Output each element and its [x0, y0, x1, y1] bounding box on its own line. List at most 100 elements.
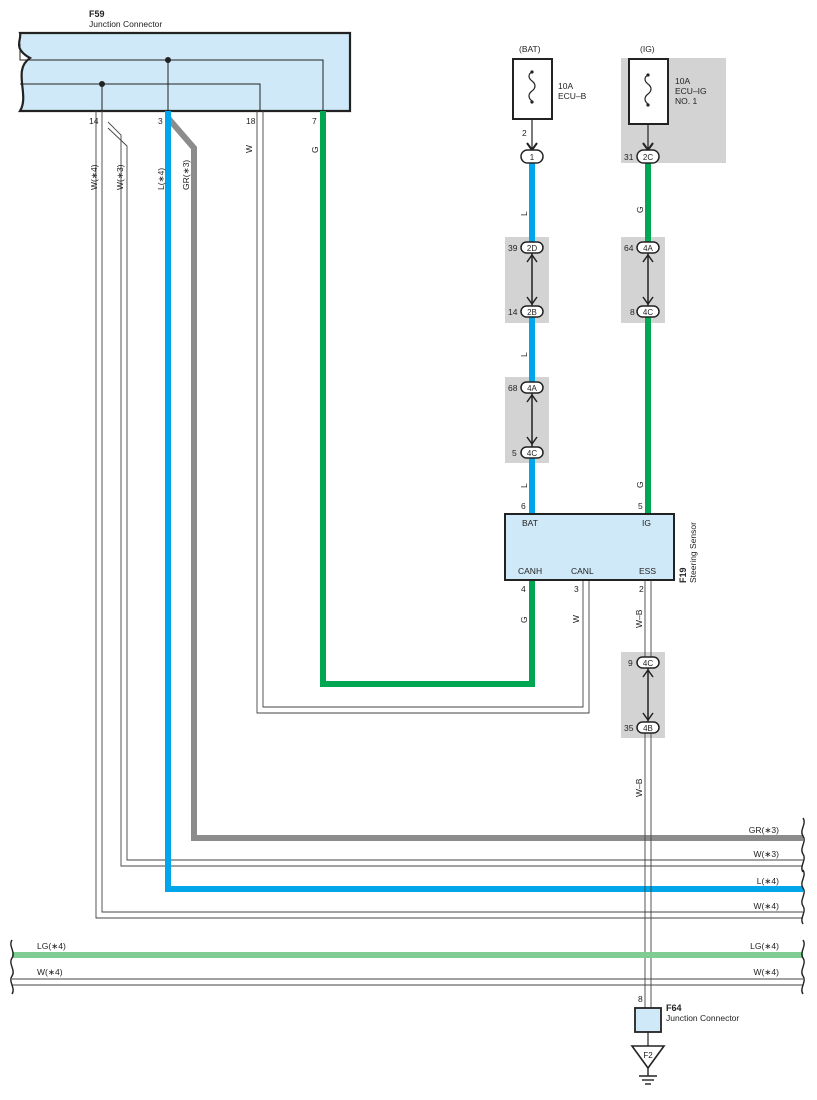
- f19-pin-5: 5: [638, 501, 643, 511]
- tag-2b: 2B: [520, 305, 544, 318]
- f19-pin-6: 6: [521, 501, 526, 511]
- svg-text:4A: 4A: [643, 244, 653, 253]
- f59-pin-18: 18: [246, 116, 256, 126]
- f64-pin: 8: [638, 994, 643, 1004]
- f59-id: F59: [89, 9, 105, 19]
- label-gr3: GR(∗3): [181, 160, 191, 190]
- tag-1: 1: [520, 149, 544, 164]
- tag-4a-pin: 68: [508, 383, 518, 393]
- label-w4: W(∗4): [89, 164, 99, 190]
- tag-4c-ig-pin: 8: [630, 307, 635, 317]
- break-marks-right: [801, 817, 805, 995]
- f59-pin-3: 3: [158, 116, 163, 126]
- tag-2d: 2D: [520, 241, 544, 254]
- label-wb-1: W–B: [634, 609, 644, 628]
- svg-text:2B: 2B: [527, 308, 537, 317]
- f64-junction-connector: [634, 1007, 662, 1033]
- label-g-ig-1: G: [635, 206, 645, 213]
- svg-text:2C: 2C: [643, 153, 653, 162]
- svg-text:2D: 2D: [527, 244, 537, 253]
- label-lg4-right: LG(∗4): [750, 941, 779, 951]
- f19-name: Steering Sensor: [688, 522, 698, 583]
- svg-text:1: 1: [530, 153, 535, 162]
- tag-4a-ig: 4A: [636, 241, 660, 254]
- tag-2c: 2C: [636, 149, 660, 164]
- f64-name: Junction Connector: [666, 1013, 739, 1023]
- tag-4b-pin: 35: [624, 723, 634, 733]
- label-g-canh: G: [519, 616, 529, 623]
- svg-text:4C: 4C: [643, 308, 653, 317]
- fuse-ecu-b-amp: 10A: [558, 81, 573, 91]
- wire-gr3: [165, 116, 803, 841]
- label-lg4-left: LG(∗4): [37, 941, 66, 951]
- f64-id: F64: [666, 1003, 682, 1013]
- label-w4-right: W(∗4): [753, 901, 779, 911]
- tag-2b-pin: 14: [508, 307, 518, 317]
- tag-4b: 4B: [636, 721, 660, 734]
- svg-text:4C: 4C: [643, 659, 653, 668]
- f19-pin-2: 2: [639, 584, 644, 594]
- label-w3: W(∗3): [115, 164, 125, 190]
- tag-4c-ess-pin: 9: [628, 658, 633, 668]
- f19-id: F19: [678, 567, 688, 583]
- f59-pin-14: 14: [89, 116, 99, 126]
- svg-text:4B: 4B: [643, 724, 653, 733]
- fuse-ecu-b-name: ECU–B: [558, 91, 587, 101]
- wire-w4-through: [12, 978, 803, 986]
- fuse-ecu-ig-no1: [628, 58, 669, 125]
- label-wb-2: W–B: [634, 778, 644, 797]
- fuse-ecu-b-pin: 2: [522, 128, 527, 138]
- fuse-ecu-ig-amp: 10A: [675, 76, 690, 86]
- wire-g-ig-links: [642, 253, 654, 306]
- f19-term-ess: ESS: [639, 566, 656, 576]
- wire-w-canl: [256, 111, 590, 714]
- tag-4a: 4A: [520, 381, 544, 394]
- label-l-1: L: [519, 211, 529, 216]
- label-l4-right: L(∗4): [757, 876, 779, 886]
- tag-2d-pin: 39: [508, 243, 518, 253]
- wire-l-bat-links: [526, 253, 538, 447]
- label-gr3-right: GR(∗3): [749, 825, 779, 835]
- label-w4-left: W(∗4): [37, 967, 63, 977]
- tag-4c-pin: 5: [512, 448, 517, 458]
- wire-wb-links: [642, 668, 654, 722]
- svg-text:4A: 4A: [527, 384, 537, 393]
- bat-source-label: (BAT): [519, 44, 541, 54]
- label-w-canl: W: [571, 615, 581, 623]
- f19-term-canl: CANL: [571, 566, 594, 576]
- fuse-ecu-ig-name: ECU–IG: [675, 86, 707, 96]
- f59-name: Junction Connector: [89, 19, 162, 29]
- tag-4c-ess: 4C: [636, 656, 660, 669]
- f59-junction-connector: [17, 31, 352, 113]
- label-l-2: L: [519, 352, 529, 357]
- tag-4c-ig: 4C: [636, 305, 660, 318]
- wire-w3-f59: [107, 121, 803, 867]
- label-g-f59: G: [310, 146, 320, 153]
- fuse-ecu-b: [512, 58, 553, 120]
- f19-term-ig: IG: [642, 518, 651, 528]
- f59-pin-7: 7: [312, 116, 317, 126]
- label-w3-right: W(∗3): [753, 849, 779, 859]
- label-l4: L(∗4): [156, 168, 166, 190]
- wire-g-canh: [320, 111, 535, 687]
- label-w-f59: W: [244, 145, 254, 153]
- f19-pin-3: 3: [574, 584, 579, 594]
- ground-id: F2: [643, 1051, 653, 1060]
- svg-text:4C: 4C: [527, 449, 537, 458]
- f19-steering-sensor: [504, 513, 675, 581]
- label-l-3: L: [519, 483, 529, 488]
- label-g-ig-2: G: [635, 481, 645, 488]
- f19-term-canh: CANH: [518, 566, 542, 576]
- wire-wb-ess: [644, 580, 652, 1008]
- ground-triangle: [630, 1045, 666, 1070]
- wire-w4-f59: [95, 111, 803, 919]
- tag-4c: 4C: [520, 446, 544, 459]
- label-w4-right-2: W(∗4): [753, 967, 779, 977]
- wire-l4: [165, 111, 803, 892]
- ground-icon: [639, 1068, 657, 1085]
- tag-2c-pin: 31: [624, 152, 634, 162]
- f19-pin-4: 4: [521, 584, 526, 594]
- ig-source-label: (IG): [640, 44, 655, 54]
- fuse-ecu-ig-name2: NO. 1: [675, 96, 697, 106]
